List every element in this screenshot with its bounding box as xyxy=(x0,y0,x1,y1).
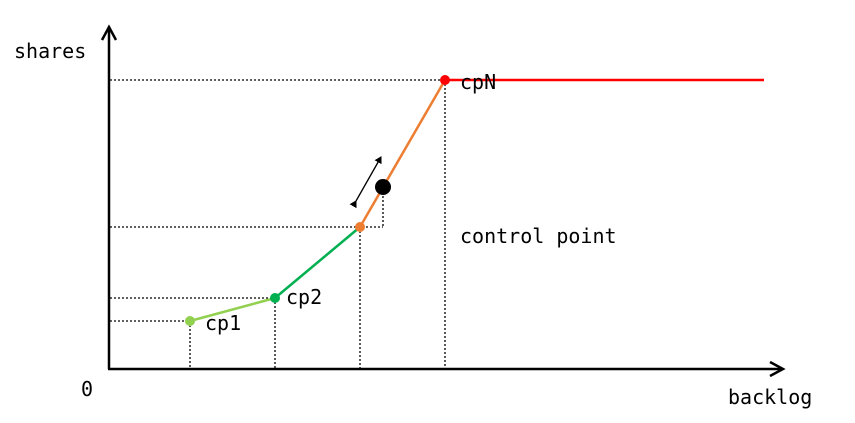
movable-control-point[interactable] xyxy=(349,156,391,209)
y-axis-arrowhead xyxy=(100,24,118,41)
point-label-cp2: cp2 xyxy=(286,285,322,309)
control-points xyxy=(185,75,450,326)
point-label-cp1: cp1 xyxy=(205,311,241,335)
curve-segments xyxy=(189,78,764,323)
control-point-annotation: control point xyxy=(460,224,617,248)
x-axis-label: backlog xyxy=(728,385,812,409)
control-point-mid[interactable] xyxy=(355,222,365,232)
control-point-cpN[interactable] xyxy=(440,75,450,85)
origin-label: 0 xyxy=(81,377,93,401)
control-point-cp2[interactable] xyxy=(270,293,280,303)
movable-point[interactable] xyxy=(375,179,391,195)
segment-cp1-cp2 xyxy=(189,296,276,323)
x-axis-arrowhead xyxy=(769,360,786,378)
labels: shares backlog 0 cp1 cp2 cpN control poi… xyxy=(14,39,812,409)
control-point-cp1[interactable] xyxy=(185,316,195,326)
double-arrow-icon xyxy=(349,156,382,209)
guide-lines xyxy=(110,79,446,368)
point-label-cpN: cpN xyxy=(460,70,496,94)
axes xyxy=(100,24,786,378)
segment-mid-cpN xyxy=(358,79,447,228)
y-axis-label: shares xyxy=(14,39,86,63)
segment-cp2-mid xyxy=(274,226,361,299)
